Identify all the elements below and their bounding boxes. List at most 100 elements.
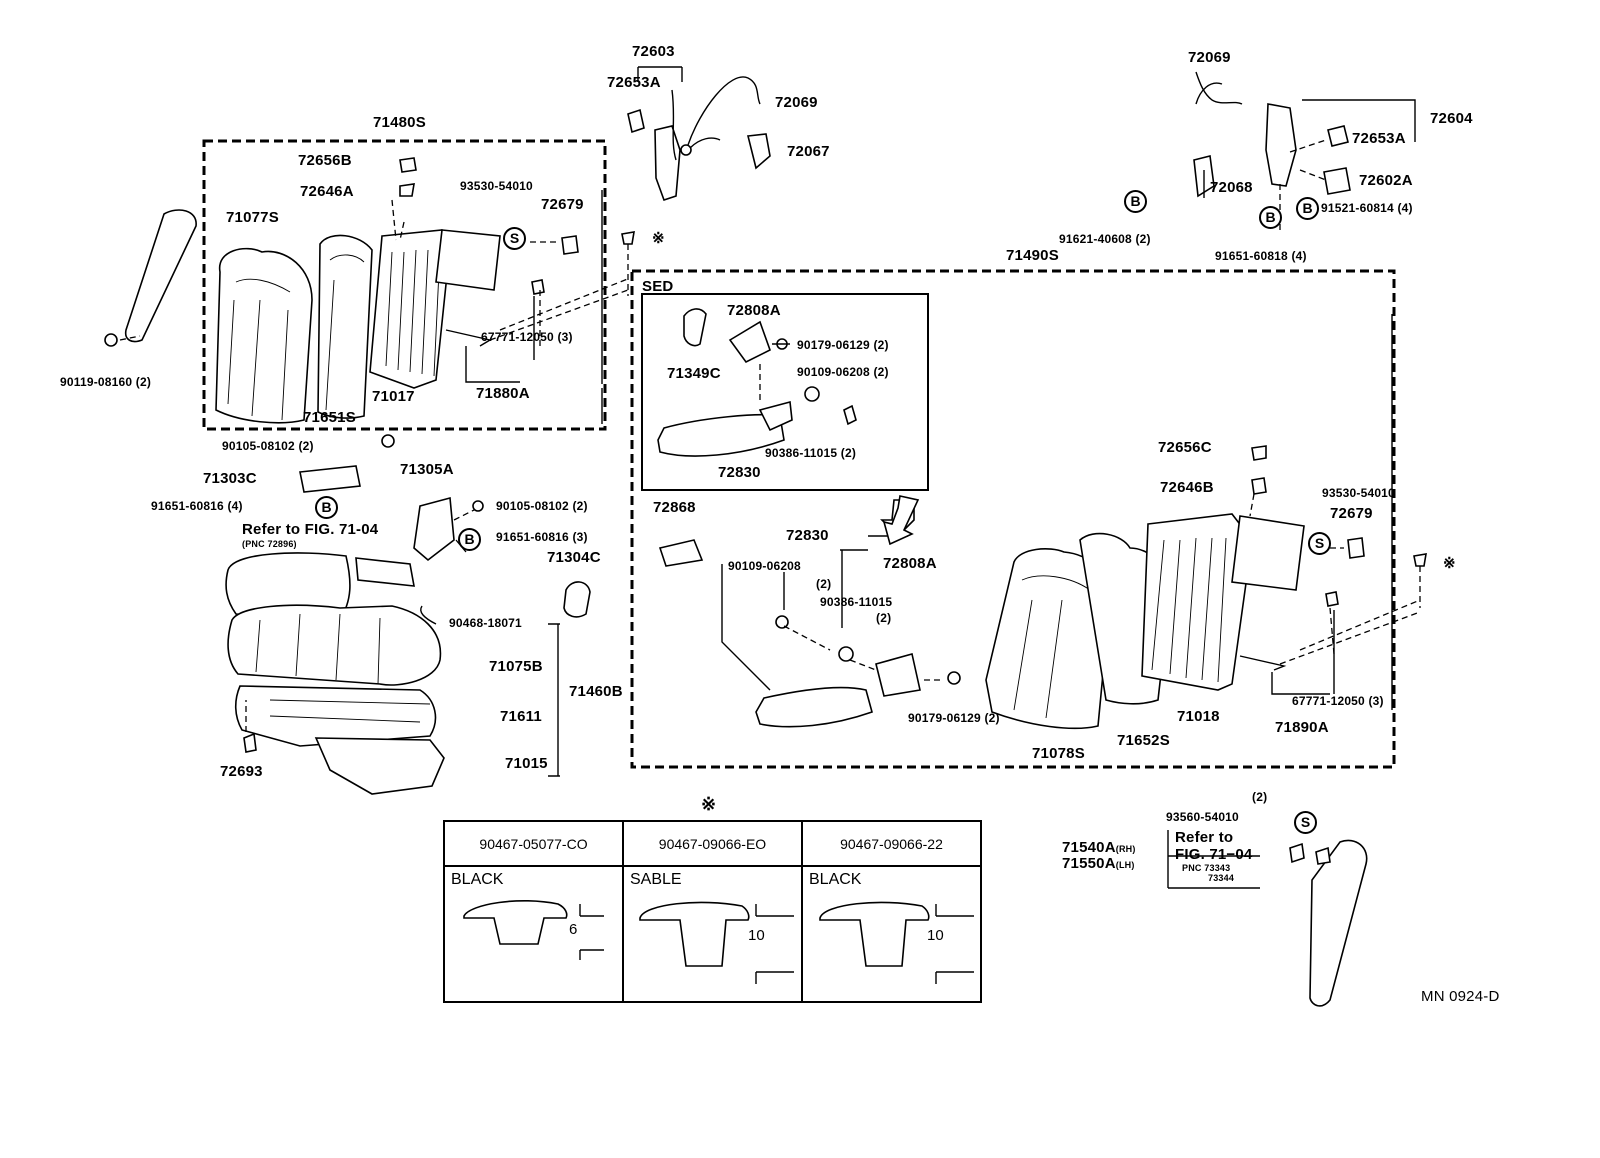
legend-cell: BLACK 6 bbox=[443, 865, 624, 1003]
label-71303C: 71303C bbox=[203, 470, 257, 487]
label-72068: 72068 bbox=[1210, 179, 1253, 196]
label-91621: 91621-40608 (2) bbox=[1059, 232, 1151, 246]
label-93530-left: 93530-54010 bbox=[460, 179, 533, 193]
label-71305A: 71305A bbox=[400, 461, 454, 478]
seatback-rh-drawing bbox=[985, 314, 1427, 1007]
label-90105-b: 90105-08102 (2) bbox=[496, 499, 588, 513]
label-72646A: 72646A bbox=[300, 183, 354, 200]
label-90105-a: 90105-08102 (2) bbox=[222, 439, 314, 453]
label-90109-mid: 90109-06208 bbox=[728, 559, 801, 573]
armrest-detail-drawing bbox=[657, 308, 857, 457]
label-72693: 72693 bbox=[220, 763, 263, 780]
bolt-b-badge: B bbox=[1124, 190, 1147, 213]
label-71017: 71017 bbox=[372, 388, 415, 405]
label-refer-fig-left: Refer to FIG. 71-04 bbox=[242, 521, 379, 538]
label-90386-mid: 90386-11015 bbox=[820, 595, 893, 609]
label-72069-top: 72069 bbox=[775, 94, 818, 111]
label-90179-mid: 90179-06129 (2) bbox=[908, 711, 1000, 725]
label-72656C: 72656C bbox=[1158, 439, 1212, 456]
clip-s-badge: S bbox=[1294, 811, 1317, 834]
seatback-lh-drawing bbox=[104, 157, 635, 424]
seat-cushion-drawing bbox=[225, 434, 591, 795]
legend-header: 90467-05077-CO bbox=[443, 820, 624, 867]
legend-color: BLACK bbox=[451, 871, 504, 888]
label-90109-top: 90109-06208 (2) bbox=[797, 365, 889, 379]
bolt-b-badge: B bbox=[458, 528, 481, 551]
label-71304C: 71304C bbox=[547, 549, 601, 566]
label-71651S: 71651S bbox=[303, 409, 356, 426]
latch-left-drawing bbox=[627, 66, 771, 202]
label-71540A: 71540A(RH) bbox=[1062, 840, 1136, 856]
seatback-lh-assembly-box bbox=[202, 139, 607, 431]
label-90109-mid-qty: (2) bbox=[816, 577, 832, 591]
label-72830-mid: 72830 bbox=[786, 527, 829, 544]
legend-color: SABLE bbox=[630, 871, 682, 888]
label-72653A-top: 72653A bbox=[607, 74, 661, 91]
label-71652S: 71652S bbox=[1117, 732, 1170, 749]
label-72656B: 72656B bbox=[298, 152, 352, 169]
part-71550A: 71550A bbox=[1062, 855, 1116, 872]
clip-s-badge: S bbox=[503, 227, 526, 250]
bolt-b-badge: B bbox=[1259, 206, 1282, 229]
legend-color: BLACK bbox=[809, 871, 862, 888]
label-72808A-top: 72808A bbox=[727, 302, 781, 319]
legend-header: 90467-09066-EO bbox=[622, 820, 803, 867]
label-refer-to: Refer to bbox=[1175, 829, 1234, 846]
label-93560-qty: (2) bbox=[1252, 790, 1268, 804]
label-72679-left: 72679 bbox=[541, 196, 584, 213]
direction-arrow bbox=[882, 495, 920, 546]
label-71078S: 71078S bbox=[1032, 745, 1085, 762]
label-refer-pnc-left: (PNC 72896) bbox=[242, 539, 297, 549]
legend-size: 10 bbox=[927, 927, 944, 944]
label-refer-pnc-right-1: PNC 73343 bbox=[1182, 863, 1231, 873]
label-90386-mid-qty: (2) bbox=[876, 611, 892, 625]
side-rh: (RH) bbox=[1115, 844, 1136, 854]
label-67771-right: 67771-12050 (3) bbox=[1292, 694, 1384, 708]
label-71480S: 71480S bbox=[373, 114, 426, 131]
label-90468: 90468-18071 bbox=[449, 616, 522, 630]
label-91651-b: 91651-60816 (4) bbox=[151, 499, 243, 513]
label-90386-top: 90386-11015 (2) bbox=[765, 446, 857, 460]
label-71490S: 71490S bbox=[1006, 247, 1059, 264]
label-71880A: 71880A bbox=[476, 385, 530, 402]
clip-s-badge: S bbox=[1308, 532, 1331, 555]
label-72646B: 72646B bbox=[1160, 479, 1214, 496]
label-71550A: 71550A(LH) bbox=[1062, 856, 1135, 872]
bolt-b-badge: B bbox=[1296, 197, 1319, 220]
label-71349C: 71349C bbox=[667, 365, 721, 382]
label-90179-top: 90179-06129 (2) bbox=[797, 338, 889, 352]
label-72602A: 72602A bbox=[1359, 172, 1413, 189]
legend-size: 6 bbox=[569, 921, 578, 938]
label-91651-c: 91651-60816 (3) bbox=[496, 530, 588, 544]
side-lh: (LH) bbox=[1115, 860, 1135, 870]
label-72808A-mid: 72808A bbox=[883, 555, 937, 572]
asterisk-marker-right: ※ bbox=[1443, 555, 1456, 572]
label-71460B: 71460B bbox=[569, 683, 623, 700]
label-91521: 91521-60814 (4) bbox=[1321, 201, 1413, 215]
label-71015: 71015 bbox=[505, 755, 548, 772]
label-72679-right: 72679 bbox=[1330, 505, 1373, 522]
label-93530-right: 93530-54010 bbox=[1322, 486, 1395, 500]
label-72067: 72067 bbox=[787, 143, 830, 160]
label-72830-top: 72830 bbox=[718, 464, 761, 481]
latch-right-drawing bbox=[1193, 71, 1416, 230]
sed-detail-box bbox=[641, 293, 929, 491]
bolt-b-badge: B bbox=[315, 496, 338, 519]
label-71611: 71611 bbox=[500, 708, 542, 725]
legend-cell: BLACK 10 bbox=[801, 865, 982, 1003]
asterisk-marker-left: ※ bbox=[652, 230, 665, 247]
label-refer-fig-right: FIG. 71−04 bbox=[1175, 846, 1253, 863]
label-91651-top: 91651-60818 (4) bbox=[1215, 249, 1307, 263]
label-93560: 93560-54010 bbox=[1166, 810, 1239, 824]
label-72069-right: 72069 bbox=[1188, 49, 1231, 66]
label-71077S: 71077S bbox=[226, 209, 279, 226]
clip-legend-table: 90467-05077-CO 90467-09066-EO 90467-0906… bbox=[443, 820, 982, 1003]
label-72868: 72868 bbox=[653, 499, 696, 516]
label-72604: 72604 bbox=[1430, 110, 1473, 127]
seatback-rh-assembly-box bbox=[630, 269, 1396, 769]
label-71890A: 71890A bbox=[1275, 719, 1329, 736]
label-sed: SED bbox=[642, 278, 674, 295]
legend-header: 90467-09066-22 bbox=[801, 820, 982, 867]
